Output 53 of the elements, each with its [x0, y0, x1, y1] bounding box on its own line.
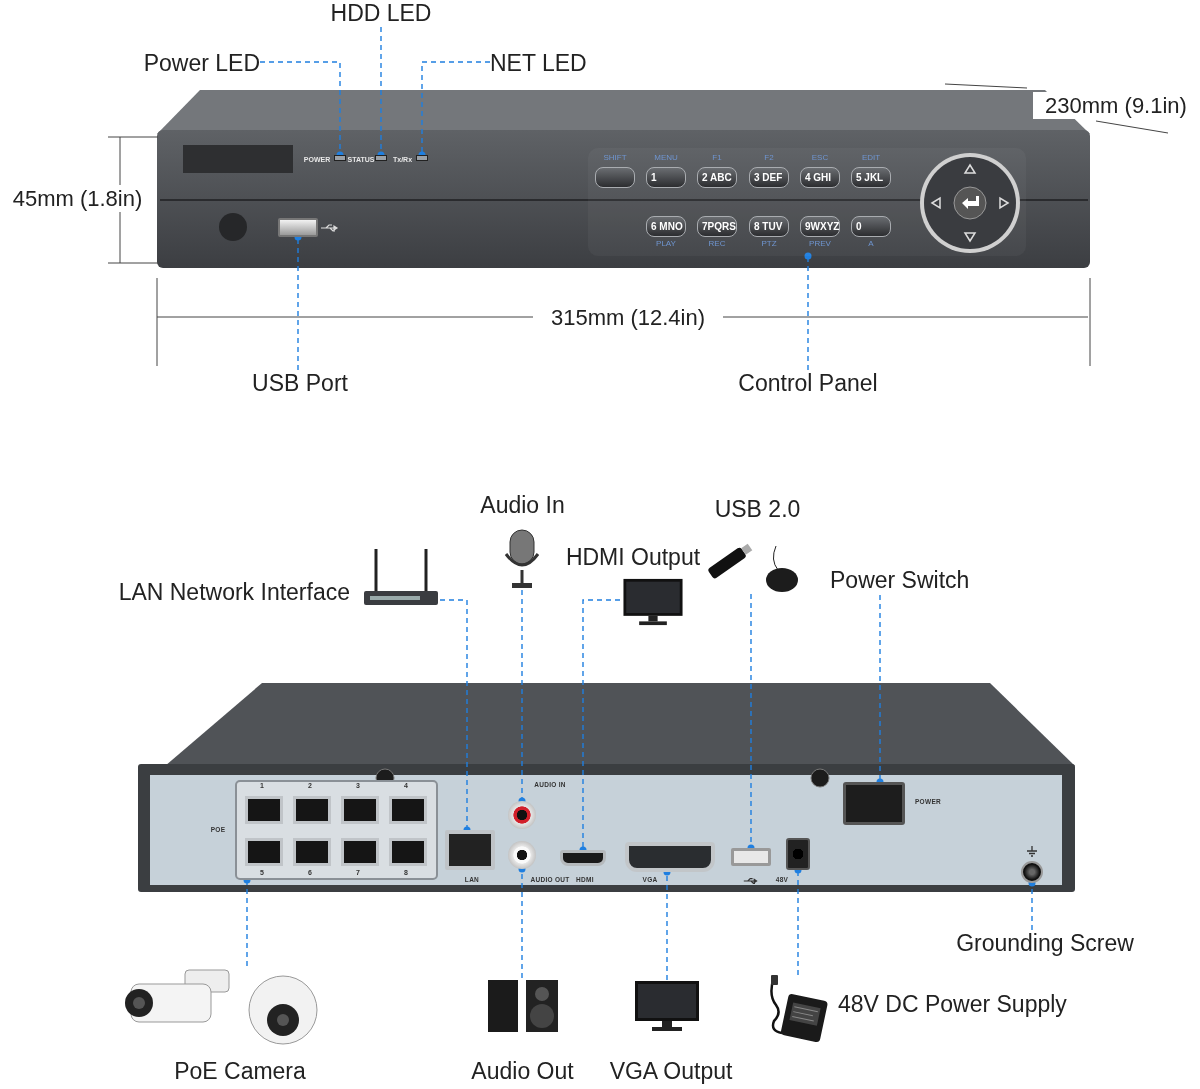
callout-label: USB 2.0 [713, 496, 802, 523]
power-switch [843, 782, 905, 825]
keypad-key: 4 GHI [800, 167, 840, 188]
callout-label: Power Switch [830, 567, 1010, 595]
callout-label: Audio In [479, 492, 566, 519]
key-function-label: SHIFT [602, 153, 628, 163]
hdmi-port [560, 850, 606, 866]
led-indicator [334, 155, 346, 161]
callout-label: Control Panel [726, 370, 890, 398]
keypad-key: 2 ABC [697, 167, 737, 188]
callout-label: 48V DC Power Supply [838, 991, 1068, 1018]
callout-label: Grounding Screw [940, 930, 1150, 958]
keypad-key: 6 MNO [646, 216, 686, 237]
key-function-label: A [867, 239, 875, 249]
leader-line [804, 252, 812, 371]
power-adapter-drawing [768, 975, 828, 1043]
keypad-key: 1 [646, 167, 686, 188]
vga-port [625, 842, 715, 872]
key-function-label: F1 [711, 153, 723, 163]
microphone-drawing [502, 528, 542, 590]
lan-port [445, 830, 495, 870]
keypad-key: 3 DEF [749, 167, 789, 188]
key-function-label: EDIT [860, 153, 882, 163]
callout-label: NET LED [490, 50, 600, 76]
key-function-label: REC [707, 239, 727, 249]
dc-power-jack [786, 838, 810, 870]
usb-port [278, 218, 318, 237]
speakers-drawing [486, 978, 560, 1034]
key-function-label: PLAY [655, 239, 677, 249]
callout-label: Power LED [130, 50, 260, 76]
callout-label: LAN Network Interface [117, 579, 350, 606]
callout-label: VGA Output [608, 1058, 734, 1085]
callout-label: USB Port [230, 370, 370, 398]
usb-port [731, 848, 771, 866]
callout-label: HDD LED [322, 0, 440, 27]
callout-label: Audio Out [470, 1058, 575, 1085]
keypad-key: 5 JKL [851, 167, 891, 188]
key-function-label: PTZ [760, 239, 778, 249]
key-function-label: ESC [810, 153, 830, 163]
monitor-drawing [620, 578, 686, 626]
poe-port-block [235, 780, 438, 880]
key-function-label: MENU [653, 153, 679, 163]
keypad-key: 9WXYZ [800, 216, 840, 237]
callout-label: HDMI Output [564, 544, 702, 571]
led-indicator [416, 155, 428, 161]
key-function-label: F2 [763, 153, 775, 163]
keypad-key: 7PQRS [697, 216, 737, 237]
led-indicator [375, 155, 387, 161]
callout-label: PoE Camera [173, 1058, 307, 1085]
key-function-label: PREV [808, 239, 832, 249]
keypad-key: 0 [851, 216, 891, 237]
keypad-key: 8 TUV [749, 216, 789, 237]
monitor-drawing [634, 980, 700, 1032]
